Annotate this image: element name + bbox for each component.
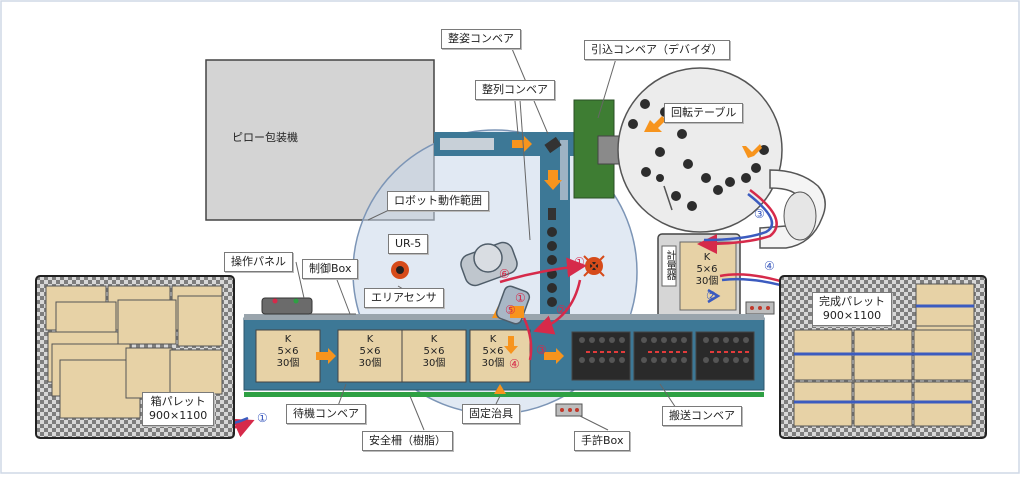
box-tag-count: 30個 [422, 358, 446, 369]
label-seiretsu-conveyor: 整列コンベア [475, 80, 555, 100]
box-tag-grid: 5×6 [482, 346, 504, 357]
box-pallet-size: 900×1100 [149, 409, 208, 422]
label-area-sensor: エリアセンサ [364, 288, 444, 308]
seishi-item [544, 136, 562, 154]
label-pillow-packer: ピロー包装機 [232, 131, 298, 144]
box-tag-count: 30個 [481, 358, 505, 369]
panel-lamp-green [293, 298, 299, 304]
step-marker-1-pallet: ① [257, 411, 268, 425]
label-box-pallet: 箱パレット 900×1100 [142, 392, 215, 426]
box-pallet-stack [45, 285, 223, 419]
scale-box-type: K [703, 252, 711, 263]
step-marker-2-robot: ② [556, 303, 567, 317]
scale-box-tag: K 5×6 30個 [682, 252, 732, 288]
box-tag-type: K [489, 334, 497, 345]
label-standby-conveyor: 待機コンベア [286, 404, 366, 424]
label-transport-conveyor: 搬送コンベア [662, 406, 742, 426]
alignment-guide [560, 140, 568, 200]
panel-lamp-red [272, 298, 278, 304]
scale-display [661, 245, 677, 287]
step-marker-4-robot: ④ [509, 357, 520, 371]
box-tag-type: K [366, 334, 374, 345]
step-marker-5-robot: ⑤ [505, 303, 516, 317]
chute-opening [783, 191, 817, 241]
fixture-marker-bottom [494, 384, 506, 394]
box-tag-type: K [430, 334, 438, 345]
area-sensor-right [583, 255, 605, 277]
box-pallet-title: 箱パレット [150, 395, 206, 408]
label-robot-model: UR-5 [388, 234, 429, 254]
safety-fence [244, 392, 764, 397]
label-seishi-conveyor: 整姿コンベア [441, 29, 521, 49]
tray-cells [579, 337, 749, 363]
box-tag-count: 30個 [276, 358, 300, 369]
switch-lamps-right [750, 306, 770, 310]
box-tag-4: K 5×6 30個 [470, 334, 516, 370]
hand-permit-lamps [560, 408, 579, 412]
box-tag-1: K 5×6 30個 [256, 334, 320, 370]
outlet-tray [440, 138, 494, 150]
label-rotary-table: 回転テーブル [664, 103, 744, 123]
box-tag-type: K [284, 334, 292, 345]
label-hikikomi-conveyor: 引込コンベア（デバイダ） [584, 40, 730, 60]
step-marker-1-robot: ① [574, 255, 585, 269]
box-tag-2: K 5×6 30個 [338, 334, 402, 370]
label-fixture: 固定治具 [462, 404, 520, 424]
box-tag-count: 30個 [358, 358, 382, 369]
aligned-items [547, 227, 557, 307]
step-marker-6-robot: ⑥ [499, 267, 510, 281]
robot-arm [460, 241, 531, 325]
pallet-straps [794, 304, 974, 404]
label-scale: 計量器 [664, 250, 675, 280]
operation-panel-device [261, 297, 313, 315]
box-tag-grid: 5×6 [423, 346, 445, 357]
completed-pallet-title: 完成パレット [819, 295, 885, 308]
step-marker-2-scale: ② [706, 289, 717, 303]
rotary-guide [663, 185, 673, 211]
label-safety-fence: 安全柵（樹脂） [362, 431, 453, 451]
step-marker-4-scale: ④ [764, 259, 775, 273]
step-marker-3-rotary: ③ [754, 207, 765, 221]
label-robot-range: ロボット動作範囲 [387, 191, 489, 211]
scale-box-grid: 5×6 [696, 264, 718, 275]
box-tag-grid: 5×6 [277, 346, 299, 357]
label-control-box: 制御Box [302, 259, 359, 279]
label-hand-permit-box: 手許Box [574, 431, 631, 451]
area-sensor-left [391, 261, 409, 279]
alignment-item [548, 208, 556, 220]
step-marker-1b-robot: ① [515, 291, 526, 305]
scale-box-count: 30個 [695, 276, 719, 287]
product-flow-arrows [316, 116, 762, 364]
label-operation-panel: 操作パネル [224, 252, 293, 272]
box-tag-grid: 5×6 [359, 346, 381, 357]
completed-pallet-size: 900×1100 [822, 309, 882, 322]
step-marker-3-robot: ③ [536, 343, 547, 357]
leader-lines [295, 43, 677, 431]
completed-pallet-boxes [793, 283, 975, 427]
label-completed-pallet: 完成パレット 900×1100 [812, 292, 892, 326]
box-tag-3: K 5×6 30個 [402, 334, 466, 370]
standby-boxes [255, 329, 531, 383]
